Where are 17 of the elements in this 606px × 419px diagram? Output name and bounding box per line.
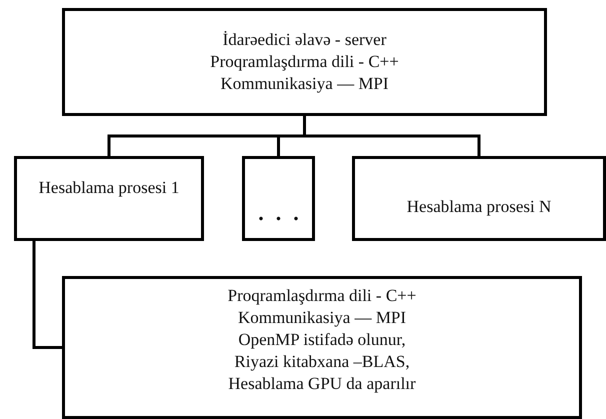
- server-box: [62, 8, 547, 116]
- ellipsis-box: [242, 156, 315, 241]
- box-text: OpenMP istifadə olunur,: [238, 328, 406, 350]
- details-box: [62, 276, 582, 419]
- box-text: Hesablama prosesi N: [406, 196, 552, 218]
- process-box: [352, 156, 606, 241]
- box-text: Riyazi kitabxana –BLAS,: [234, 350, 410, 372]
- box-text: İdarəedici əlavə - server: [222, 29, 386, 51]
- box-text: Kommunikasiya — MPI: [238, 306, 406, 328]
- box-text: Hesablama GPU da aparılır: [228, 372, 416, 394]
- ellipsis: ...: [258, 202, 311, 224]
- box-text: Proqramlaşdırma dili - C++: [228, 284, 416, 306]
- box-text: Proqramlaşdırma dili - C++: [210, 51, 399, 73]
- connector-line: [32, 241, 62, 349]
- box-text: Hesablama prosesi 1: [38, 176, 180, 198]
- process-box: [14, 156, 204, 241]
- box-text: Kommunikasiya — MPI: [220, 73, 389, 95]
